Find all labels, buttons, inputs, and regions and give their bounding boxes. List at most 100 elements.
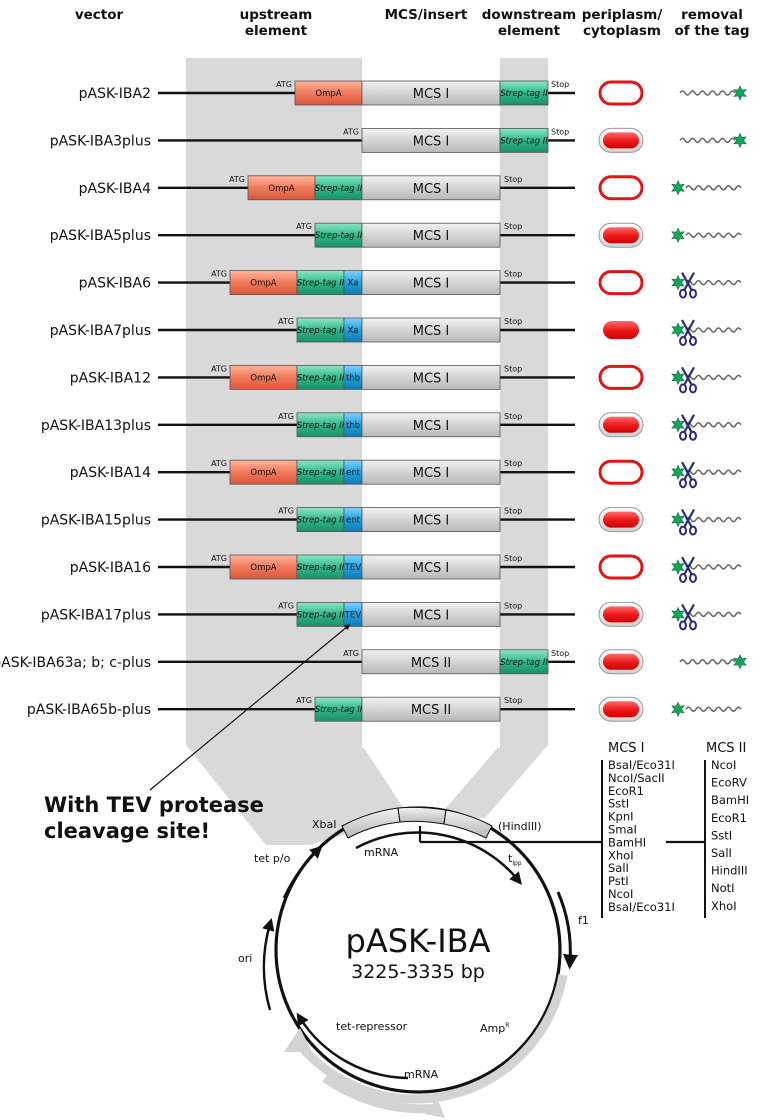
periplasm-icon: [598, 459, 644, 485]
mrna-bottom-arrowhead: [425, 1098, 445, 1118]
protease-site-label: ent: [346, 516, 361, 526]
scissors-icon: [679, 509, 697, 536]
downstream-insert-segment: [443, 809, 493, 839]
periplasm-icon: [598, 175, 644, 201]
mcs-lists: MCS I MCS II BsaI/Eco31INcoI/SacIIEcoR1S…: [418, 741, 749, 918]
protease-site-label: ent: [346, 468, 361, 478]
label-tlpp: tlpp: [508, 852, 522, 867]
stop-label: Stop: [504, 459, 522, 468]
mcs2-site: SalI: [711, 846, 732, 860]
periplasm-icon: [598, 80, 644, 106]
mcs2-site: XhoI: [711, 899, 737, 913]
stop-label: Stop: [504, 364, 522, 373]
ompa-label: OmpA: [250, 279, 276, 289]
strep-tag-upstream-box: [296, 507, 345, 533]
mcs-label: MCS I: [413, 371, 450, 386]
protein-chain: [685, 706, 742, 712]
strep-tag-upstream-box: [314, 222, 363, 248]
tag-star-icon: [671, 227, 685, 243]
atg-label: ATG: [211, 459, 227, 468]
periplasm-icon: [598, 270, 644, 296]
strep-tag-upstream-box: [296, 459, 345, 485]
scissors-icon: [679, 272, 697, 299]
strep-tag-upstream-label: Strep-tag II: [315, 231, 363, 241]
strep-tag-upstream-box: [296, 554, 345, 580]
cytoplasm-icon: [603, 511, 639, 528]
periplasm-icon: [598, 364, 644, 390]
mcs-label: MCS I: [413, 134, 450, 149]
atg-label: ATG: [278, 317, 294, 326]
atg-label: ATG: [278, 412, 294, 421]
vector-name: pASK-IBA15plus: [41, 513, 151, 529]
strep-tag-upstream-label: Strep-tag II: [297, 279, 345, 289]
atg-label: ATG: [296, 222, 312, 231]
strep-tag-downstream-label: Strep-tag II: [500, 658, 548, 668]
mcs-label: MCS I: [413, 608, 450, 623]
protein-chain: [685, 327, 742, 333]
protein-chain: [685, 185, 742, 191]
header-location-2: cytoplasm: [583, 23, 661, 39]
tag-star-icon: [671, 369, 685, 386]
mcs-box: [361, 554, 501, 580]
mcs-box: [361, 507, 501, 533]
mcs1-site: KpnI: [608, 810, 634, 824]
mcs1-list-title: MCS I: [608, 741, 645, 756]
tet-repressor-arrow: [296, 1012, 409, 1080]
mcs-box: [361, 175, 501, 201]
strep-tag-upstream-label: Strep-tag II: [297, 468, 345, 478]
scissors-icon: [679, 366, 697, 394]
atg-label: ATG: [211, 364, 227, 373]
mcs-box: [361, 696, 501, 722]
header-downstream-1: downstream: [482, 7, 577, 23]
plasmid-name: pASK-IBA: [346, 922, 491, 960]
label-tet-po: tet p/o: [254, 852, 291, 865]
label-hindiii: (HindIII): [498, 820, 542, 833]
stop-label: Stop: [504, 696, 522, 705]
mcs-box: [361, 412, 501, 438]
mcs1-site: BsaI/Eco31I: [608, 900, 675, 914]
label-mrna-top: mRNA: [364, 846, 399, 859]
strep-tag-upstream-box: [314, 696, 363, 722]
cytoplasm-icon: [603, 653, 639, 670]
vector-name: pASK-IBA12: [70, 370, 151, 386]
vector-name: pASK-IBA63a; b; c-plus: [0, 655, 151, 671]
header-vector: vector: [75, 7, 124, 23]
stop-label: Stop: [551, 127, 569, 136]
vector-name: pASK-IBA3plus: [50, 133, 151, 149]
stop-label: Stop: [504, 412, 522, 421]
mcs1-site: BamHI: [608, 835, 646, 849]
protein-chain: [685, 279, 742, 286]
atg-label: ATG: [211, 554, 227, 563]
strep-tag-upstream-label: Strep-tag II: [297, 326, 345, 336]
header-removal-2: of the tag: [675, 23, 750, 39]
protein-chain: [679, 659, 736, 665]
ompa-box: [229, 270, 298, 296]
mcs2-site-list: NcoIEcoRVBamHIEcoR1SstISalIHindIIINotIXh…: [711, 758, 749, 913]
scissors-icon: [679, 319, 697, 346]
tag-star-icon: [671, 701, 685, 717]
mcs-label: MCS I: [413, 466, 450, 481]
header-removal-1: removal: [681, 7, 743, 23]
tev-pointer-line: [149, 624, 351, 791]
strep-tag-upstream-box: [296, 602, 345, 627]
ompa-box: [229, 459, 298, 485]
protein-chain: [685, 422, 742, 428]
tag-star-icon: [671, 606, 685, 623]
atg-label: ATG: [343, 649, 359, 658]
f1-arrow: [556, 891, 578, 970]
vector-name: pASK-IBA17plus: [41, 607, 151, 623]
periplasm-icon: [598, 554, 644, 580]
stop-label: Stop: [504, 175, 522, 184]
mcs-box: [361, 317, 501, 343]
tag-star-icon: [671, 464, 685, 480]
protein-chain: [685, 232, 742, 238]
tag-star-icon: [733, 132, 747, 149]
plasmid-map: pASK-IBA 3225-3335 bp XbaI (HindIII) tet…: [238, 806, 589, 1118]
protease-site-label: TEV: [344, 610, 362, 620]
